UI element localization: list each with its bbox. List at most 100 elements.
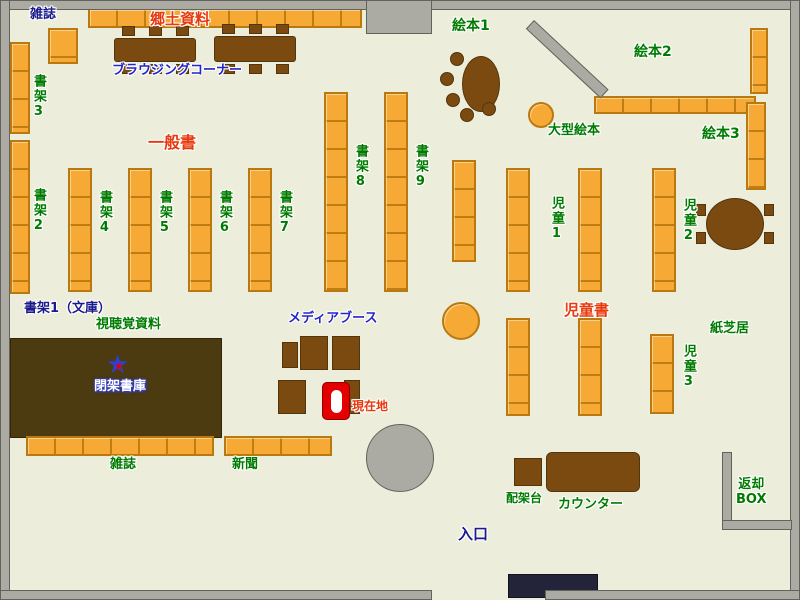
label-shelf7: 書架7: [276, 190, 292, 237]
closed-stacks-star-icon: ★ ★: [106, 352, 134, 380]
bookshelf-2: [10, 140, 30, 294]
bookshelf-4: [68, 168, 92, 292]
label-children-books: 児童書: [564, 301, 610, 319]
chair: [176, 26, 189, 36]
chair: [122, 64, 135, 74]
bookshelf-children-3: [650, 334, 674, 414]
label-reshelving-table: 配架台: [506, 491, 543, 505]
star-inner: ★: [114, 360, 124, 373]
bookshelf-children-lower-2: [578, 318, 602, 416]
label-shelf1-bunko: 書架1（文庫）: [24, 301, 112, 316]
pillar-round: [366, 424, 434, 492]
return-box-wall-vertical: [722, 452, 732, 530]
closed-stacks-area: [10, 338, 222, 438]
chair: [149, 26, 162, 36]
wall-bottom-right: [545, 590, 800, 600]
label-shelf5: 書架5: [156, 190, 172, 237]
chair: [176, 64, 189, 74]
label-shelf2: 書架2: [30, 188, 46, 235]
bookshelf-magazines-top: [48, 28, 78, 64]
label-children-3: 児童3: [680, 344, 696, 391]
label-shelf6: 書架6: [216, 190, 232, 237]
media-booth-seat: [282, 342, 298, 368]
bookshelf-children-2: [652, 168, 676, 292]
bookshelf-9: [384, 92, 408, 292]
bookshelf-8: [324, 92, 348, 292]
label-shelf4: 書架4: [96, 190, 112, 237]
label-large-picture-books: 大型絵本: [548, 123, 601, 138]
bookshelf-7: [248, 168, 272, 292]
bookshelf-children-mid: [578, 168, 602, 292]
stool: [460, 108, 474, 122]
browsing-table: [114, 38, 196, 62]
bookshelf-magazines-bottom: [26, 436, 214, 456]
wall-right: [790, 0, 800, 600]
chair: [249, 24, 262, 34]
bookshelf-center: [452, 160, 476, 262]
counter-desk: [546, 452, 640, 492]
label-shelf8: 書架8: [352, 144, 368, 191]
chair: [276, 64, 289, 74]
bookshelf-3: [10, 42, 30, 134]
label-entrance: 入口: [458, 525, 489, 543]
label-newspapers: 新聞: [232, 457, 259, 472]
bookshelf-5: [128, 168, 152, 292]
label-general-books: 一般書: [148, 133, 197, 152]
label-return-box-line1: 返却: [738, 477, 765, 492]
chair: [122, 26, 135, 36]
stool: [450, 52, 464, 66]
label-shelf3: 書架3: [30, 74, 46, 121]
label-audiovisual: 視聴覚資料: [96, 317, 162, 332]
wall-bottom-left: [0, 590, 432, 600]
chair: [764, 232, 774, 244]
chair: [696, 232, 706, 244]
label-counter: カウンター: [558, 497, 624, 512]
label-return-box-line2: BOX: [736, 491, 767, 507]
label-children-2: 児童2: [680, 198, 696, 245]
bookshelf-children-1: [506, 168, 530, 292]
label-magazines-bottom: 雑誌: [110, 457, 137, 472]
stool: [446, 93, 460, 107]
label-return-box: 返却 BOX: [736, 477, 767, 508]
label-kamishibai: 紙芝居: [710, 321, 750, 336]
label-children-1: 児童1: [548, 196, 564, 243]
bookshelf-top-right-corner: [750, 28, 768, 94]
bookshelf-children-lower-1: [506, 318, 530, 416]
label-media-booth: メディアブース: [288, 311, 378, 326]
large-picture-books-stand: [528, 102, 554, 128]
label-picture-books-2: 絵本2: [634, 44, 672, 60]
label-browsing-corner: ブラウジングコーナー: [112, 63, 243, 78]
chair: [249, 64, 262, 74]
star-outer: ★: [106, 350, 130, 380]
current-location-marker: [322, 382, 350, 420]
picture-books-table: [462, 56, 500, 112]
current-location-marker-inner: [331, 390, 342, 413]
wall-left: [0, 0, 10, 600]
chair: [149, 64, 162, 74]
media-booth-seat: [300, 336, 328, 370]
chair: [222, 24, 235, 34]
media-booth-seat: [332, 336, 360, 370]
bookshelf-picture-books-3: [746, 102, 766, 190]
label-local-materials: 郷土資料: [150, 10, 211, 28]
stool: [440, 72, 454, 86]
chair: [696, 204, 706, 216]
label-closed-stacks: 閉架書庫: [94, 379, 147, 394]
label-picture-books-3: 絵本3: [702, 126, 740, 142]
chair: [222, 64, 235, 74]
bookshelf-6: [188, 168, 212, 292]
stool: [482, 102, 496, 116]
label-magazines-top: 雑誌: [30, 7, 57, 22]
round-table: [442, 302, 480, 340]
children-oval-table: [706, 198, 764, 250]
browsing-table: [214, 36, 296, 62]
label-current-location: 現在地: [352, 399, 389, 413]
media-booth-seat: [278, 380, 306, 414]
wall-diagonal: [525, 20, 609, 99]
return-box-wall-horizontal: [722, 520, 792, 530]
reshelving-table: [514, 458, 542, 486]
label-picture-books-1: 絵本1: [452, 18, 490, 34]
label-shelf9: 書架9: [412, 144, 428, 191]
chair: [276, 24, 289, 34]
